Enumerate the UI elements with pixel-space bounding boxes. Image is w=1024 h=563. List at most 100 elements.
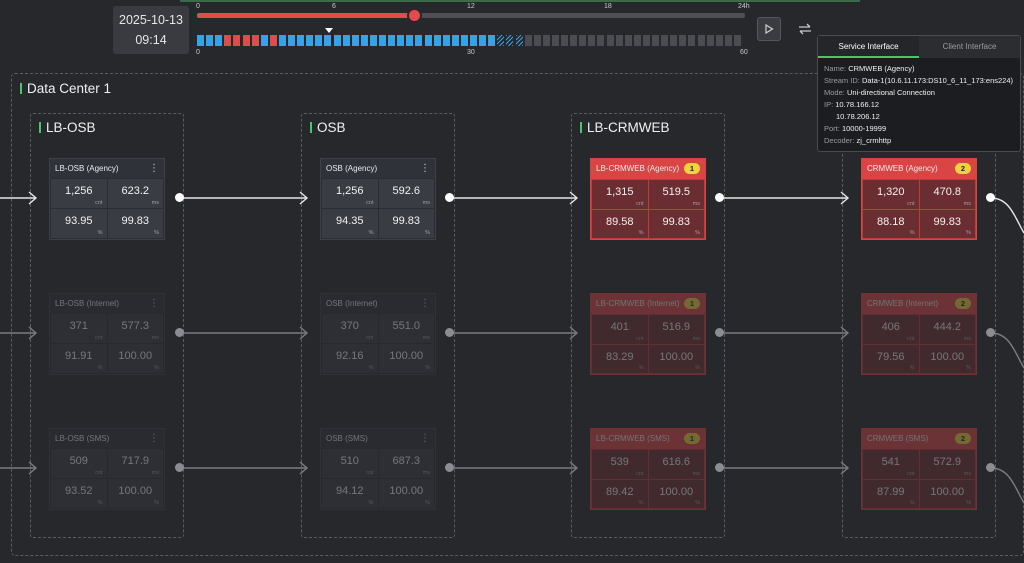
connection-port-dot[interactable] <box>175 193 184 202</box>
time-slider-handle[interactable] <box>409 10 420 21</box>
time-slider-track[interactable] <box>197 13 745 18</box>
minute-segment[interactable] <box>251 35 259 46</box>
minute-segment[interactable] <box>442 35 450 46</box>
play-button[interactable] <box>757 17 781 41</box>
minute-segment[interactable] <box>670 35 678 46</box>
more-vertical-icon[interactable]: ⋮ <box>420 163 430 174</box>
minute-segment[interactable] <box>369 35 377 46</box>
minute-segment[interactable] <box>324 35 332 46</box>
more-vertical-icon[interactable]: ⋮ <box>149 163 159 174</box>
minute-segment[interactable] <box>460 35 468 46</box>
minute-segment[interactable] <box>579 35 587 46</box>
minute-segment[interactable] <box>679 35 687 46</box>
minute-segment[interactable] <box>506 35 514 46</box>
minute-segment[interactable] <box>633 35 641 46</box>
minute-segment[interactable] <box>497 35 505 46</box>
tab-service-interface[interactable]: Service Interface <box>818 36 919 58</box>
minute-segment[interactable] <box>260 35 268 46</box>
minute-segment[interactable] <box>570 35 578 46</box>
minute-segment[interactable] <box>288 35 295 46</box>
connection-port-dot[interactable] <box>445 328 454 337</box>
connection-port-dot[interactable] <box>715 463 724 472</box>
connection-port-dot[interactable] <box>175 463 184 472</box>
more-vertical-icon[interactable]: ⋮ <box>149 433 159 444</box>
minute-segment[interactable] <box>551 35 559 46</box>
connection-port-dot[interactable] <box>986 463 995 472</box>
minute-segment[interactable] <box>597 35 605 46</box>
connection-port-dot[interactable] <box>986 328 995 337</box>
minute-segment[interactable] <box>224 35 232 46</box>
minute-segment[interactable] <box>206 35 214 46</box>
minute-segment[interactable] <box>233 35 241 46</box>
minute-segment[interactable] <box>360 35 368 46</box>
connection-port-dot[interactable] <box>715 328 724 337</box>
connection-port-dot[interactable] <box>986 193 995 202</box>
connection-port-dot[interactable] <box>715 193 724 202</box>
minute-segment[interactable] <box>451 35 459 46</box>
minute-segment[interactable] <box>406 35 414 46</box>
minute-segment[interactable] <box>351 35 359 46</box>
minute-segment[interactable] <box>297 35 305 46</box>
minute-segment[interactable] <box>479 35 487 46</box>
minute-segment[interactable] <box>197 35 204 46</box>
minute-segment[interactable] <box>724 35 732 46</box>
tab-client-interface[interactable]: Client Interface <box>919 36 1020 58</box>
minute-segment[interactable] <box>306 35 314 46</box>
more-vertical-icon[interactable]: ⋮ <box>149 298 159 309</box>
minute-segment[interactable] <box>242 35 250 46</box>
minute-segment[interactable] <box>652 35 659 46</box>
minute-segment[interactable] <box>533 35 541 46</box>
minute-segment[interactable] <box>642 35 650 46</box>
minute-segment[interactable] <box>715 35 723 46</box>
datetime-display[interactable]: 2025-10-13 09:14 <box>113 6 189 54</box>
minute-segment[interactable] <box>661 35 669 46</box>
minute-segment[interactable] <box>624 35 632 46</box>
minute-segment[interactable] <box>588 35 596 46</box>
minute-segment[interactable] <box>269 35 277 46</box>
minute-segment[interactable] <box>342 35 350 46</box>
minute-segment[interactable] <box>615 35 623 46</box>
connection-port-dot[interactable] <box>445 463 454 472</box>
minute-segment[interactable] <box>397 35 405 46</box>
minute-segment[interactable] <box>433 35 441 46</box>
minute-segment[interactable] <box>488 35 496 46</box>
minute-segment[interactable] <box>524 35 532 46</box>
minute-segment[interactable] <box>515 35 523 46</box>
minute-segment[interactable] <box>606 35 614 46</box>
more-vertical-icon[interactable]: ⋮ <box>420 298 430 309</box>
minute-segment[interactable] <box>733 35 741 46</box>
minute-segment[interactable] <box>278 35 286 46</box>
minute-segment[interactable] <box>706 35 714 46</box>
minute-segment[interactable] <box>697 35 705 46</box>
metric-value: 79.56 <box>876 350 905 363</box>
minute-segment[interactable] <box>542 35 550 46</box>
group-osb <box>301 113 455 538</box>
swap-button[interactable] <box>793 17 817 41</box>
more-vertical-icon[interactable]: ⋮ <box>420 433 430 444</box>
minute-segment[interactable] <box>688 35 696 46</box>
connection-port-dot[interactable] <box>175 328 184 337</box>
minute-segment[interactable] <box>388 35 396 46</box>
minute-segment[interactable] <box>424 35 432 46</box>
minute-segment[interactable] <box>415 35 423 46</box>
minute-segment[interactable] <box>379 35 386 46</box>
minute-segment[interactable] <box>333 35 341 46</box>
minute-segment[interactable] <box>315 35 323 46</box>
minute-segment[interactable] <box>470 35 477 46</box>
minute-segment-bar[interactable] <box>197 35 745 47</box>
minute-segment[interactable] <box>215 35 223 46</box>
connection-port-dot[interactable] <box>445 193 454 202</box>
minute-segment[interactable] <box>561 35 568 46</box>
